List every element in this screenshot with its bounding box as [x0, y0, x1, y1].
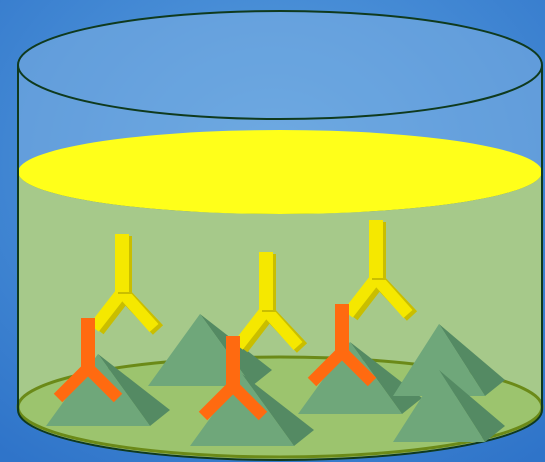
- liquid-surface: [18, 130, 542, 214]
